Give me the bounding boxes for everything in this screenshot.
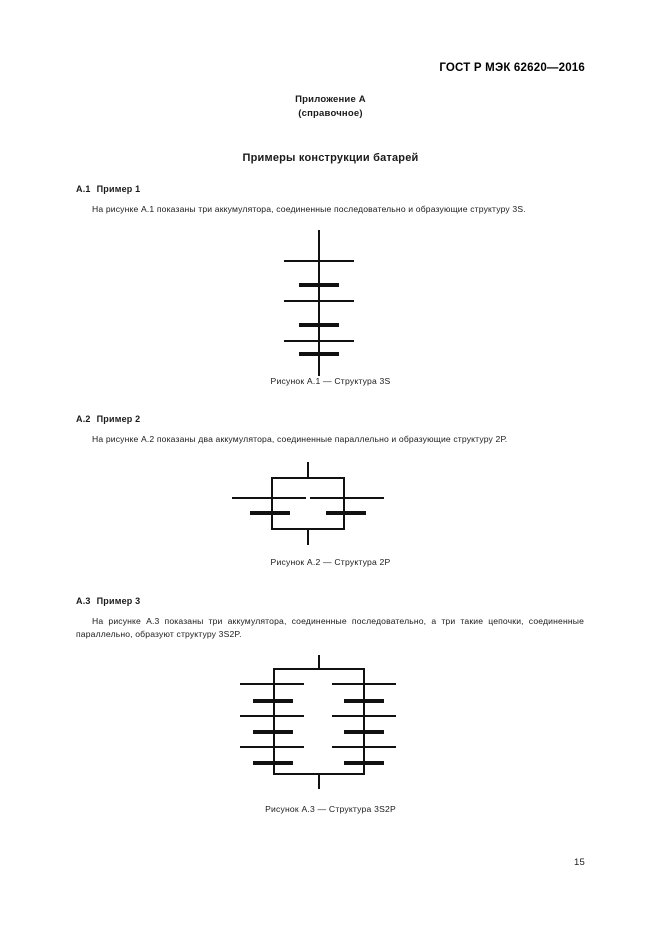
cell-plate-positive	[332, 746, 396, 748]
series-parallel-3s2p-diagram	[232, 655, 396, 789]
annex-heading: Приложение А (справочное)	[0, 93, 661, 121]
figure-caption-a1: Рисунок А.1 — Структура 3S	[270, 376, 391, 386]
section-title-a2: Пример 2	[96, 414, 141, 424]
branch-rail-right	[343, 477, 345, 529]
cell-plate-positive	[284, 300, 354, 302]
section-number-a1: А.1	[76, 184, 91, 194]
annex-title: Приложение А	[295, 94, 366, 105]
cell-connector	[318, 301, 320, 325]
parallel-2p-diagram	[232, 462, 384, 545]
cell-plate-positive	[310, 497, 384, 499]
section-heading-a3: А.3 Пример 3	[76, 596, 140, 606]
cell-plate-negative	[344, 699, 384, 703]
cell-connector	[318, 261, 320, 285]
cell-plate-negative	[344, 730, 384, 734]
section-body-a1: На рисунке А.1 показаны три аккумулятора…	[92, 204, 526, 214]
bus-top	[271, 477, 345, 479]
cell-plate-positive	[332, 683, 396, 685]
cell-plate-negative	[250, 511, 290, 515]
cell-plate-negative	[253, 730, 293, 734]
terminal-lead-bottom	[318, 773, 320, 789]
figure-caption-a2: Рисунок А.2 — Структура 2Р	[270, 557, 391, 567]
section-body-a3: На рисунке А.3 показаны три аккумулятора…	[76, 616, 584, 639]
page-number: 15	[574, 857, 585, 868]
section-heading-a1: А.1 Пример 1	[76, 184, 140, 194]
branch-rail-right	[363, 668, 365, 774]
page-title: Примеры конструкции батарей	[242, 152, 419, 164]
section-number-a3: А.3	[76, 596, 91, 606]
section-title-a1: Пример 1	[96, 184, 141, 194]
terminal-lead-bottom	[318, 354, 320, 376]
terminal-lead-top	[318, 230, 320, 260]
section-body-a2: На рисунке А.2 показаны два аккумулятора…	[92, 434, 508, 444]
cell-plate-positive	[240, 715, 304, 717]
terminal-lead-bottom	[307, 528, 309, 545]
cell-plate-positive	[240, 683, 304, 685]
cell-connector	[318, 285, 320, 302]
cell-plate-positive	[332, 715, 396, 717]
figure-caption-a3: Рисунок А.3 — Структура 3S2P	[265, 804, 396, 814]
bus-top	[273, 668, 365, 670]
terminal-lead-top	[307, 462, 309, 478]
terminal-lead-top	[318, 655, 320, 669]
annex-subtitle: (справочное)	[298, 108, 363, 119]
cell-plate-positive	[240, 746, 304, 748]
section-title-a3: Пример 3	[96, 596, 141, 606]
cell-plate-negative	[253, 761, 293, 765]
document-header-standard-number: ГОСТ Р МЭК 62620—2016	[439, 62, 585, 74]
branch-rail-left	[271, 477, 273, 529]
cell-plate-negative	[253, 699, 293, 703]
cell-plate-positive	[232, 497, 306, 499]
section-number-a2: А.2	[76, 414, 91, 424]
cell-plate-negative	[326, 511, 366, 515]
cell-connector	[318, 341, 320, 354]
cell-plate-positive	[284, 340, 354, 342]
cell-connector	[318, 325, 320, 342]
cell-plate-negative	[344, 761, 384, 765]
section-heading-a2: А.2 Пример 2	[76, 414, 140, 424]
branch-rail-left	[273, 668, 275, 774]
cell-plate-positive	[284, 260, 354, 262]
series-3s-diagram	[279, 230, 359, 376]
